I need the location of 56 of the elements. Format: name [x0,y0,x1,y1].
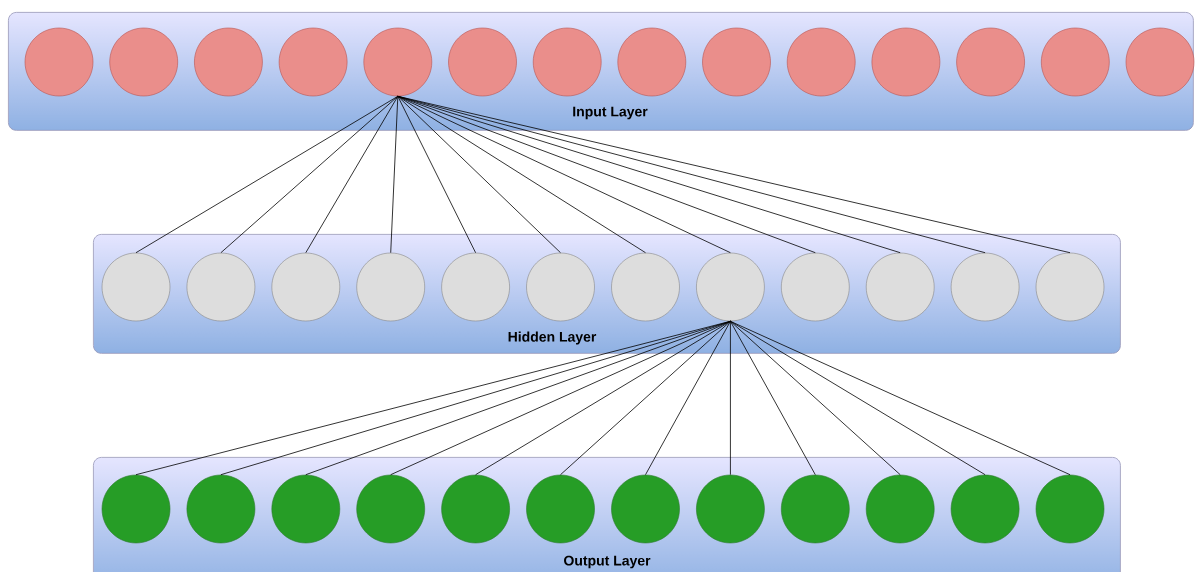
neuron-circle [441,252,510,322]
neuron-circle [1125,27,1195,97]
connection-line [305,95,399,254]
neuron-circle [278,27,348,97]
connection-line [390,320,731,476]
neuron-circle [532,27,602,97]
neuron-circle [441,474,510,544]
neuron-circle [865,474,935,544]
neuron-circle [702,27,771,97]
neuron-circle [1041,27,1110,97]
connection-line [397,95,646,254]
neuron-circle [1035,252,1105,322]
neuron-circle [950,252,1020,322]
connection-line [475,320,731,476]
connection-line [390,95,399,254]
neuron-circle [871,27,941,97]
neuron-circle [186,252,256,322]
connection-line [730,320,901,476]
connection-line [135,95,399,254]
neuron-circle [781,252,850,322]
neuron-circle [786,27,856,97]
neuron-circle [24,27,94,97]
connection-line [730,320,986,476]
connection-line [730,320,731,476]
neuron-circle [611,474,680,544]
connection-line [730,320,1071,476]
neuron-circle [696,252,765,322]
connection-line [645,320,731,476]
neuron-circle [526,474,595,544]
neuron-circle [271,474,341,544]
neuron-circle [363,27,433,97]
neuron-circle [526,252,595,322]
neuron-circle [356,252,425,322]
neuron-circle [194,27,263,97]
neuron-circle [696,474,765,544]
neuron-circle [956,27,1025,97]
neuron-circle [865,252,935,322]
connection-line [397,95,816,254]
neuron-circle [101,252,171,322]
neuron-circle [101,474,171,544]
connection-line [730,320,816,476]
neuron-circle [271,252,341,322]
connection-line [397,95,561,254]
neuron-circle [617,27,687,97]
neuron-circle [109,27,178,97]
connection-line [560,320,731,476]
neuron-circle [1035,474,1105,544]
connection-line [397,95,476,254]
neuron-circle [950,474,1020,544]
neuron-circle [781,474,850,544]
neuron-circle [448,27,517,97]
neuron-circle [356,474,425,544]
connection-line [220,95,399,254]
neuron-circle [186,474,256,544]
layer-band: Output Layer [93,457,1121,572]
neuron-circle [611,252,680,322]
